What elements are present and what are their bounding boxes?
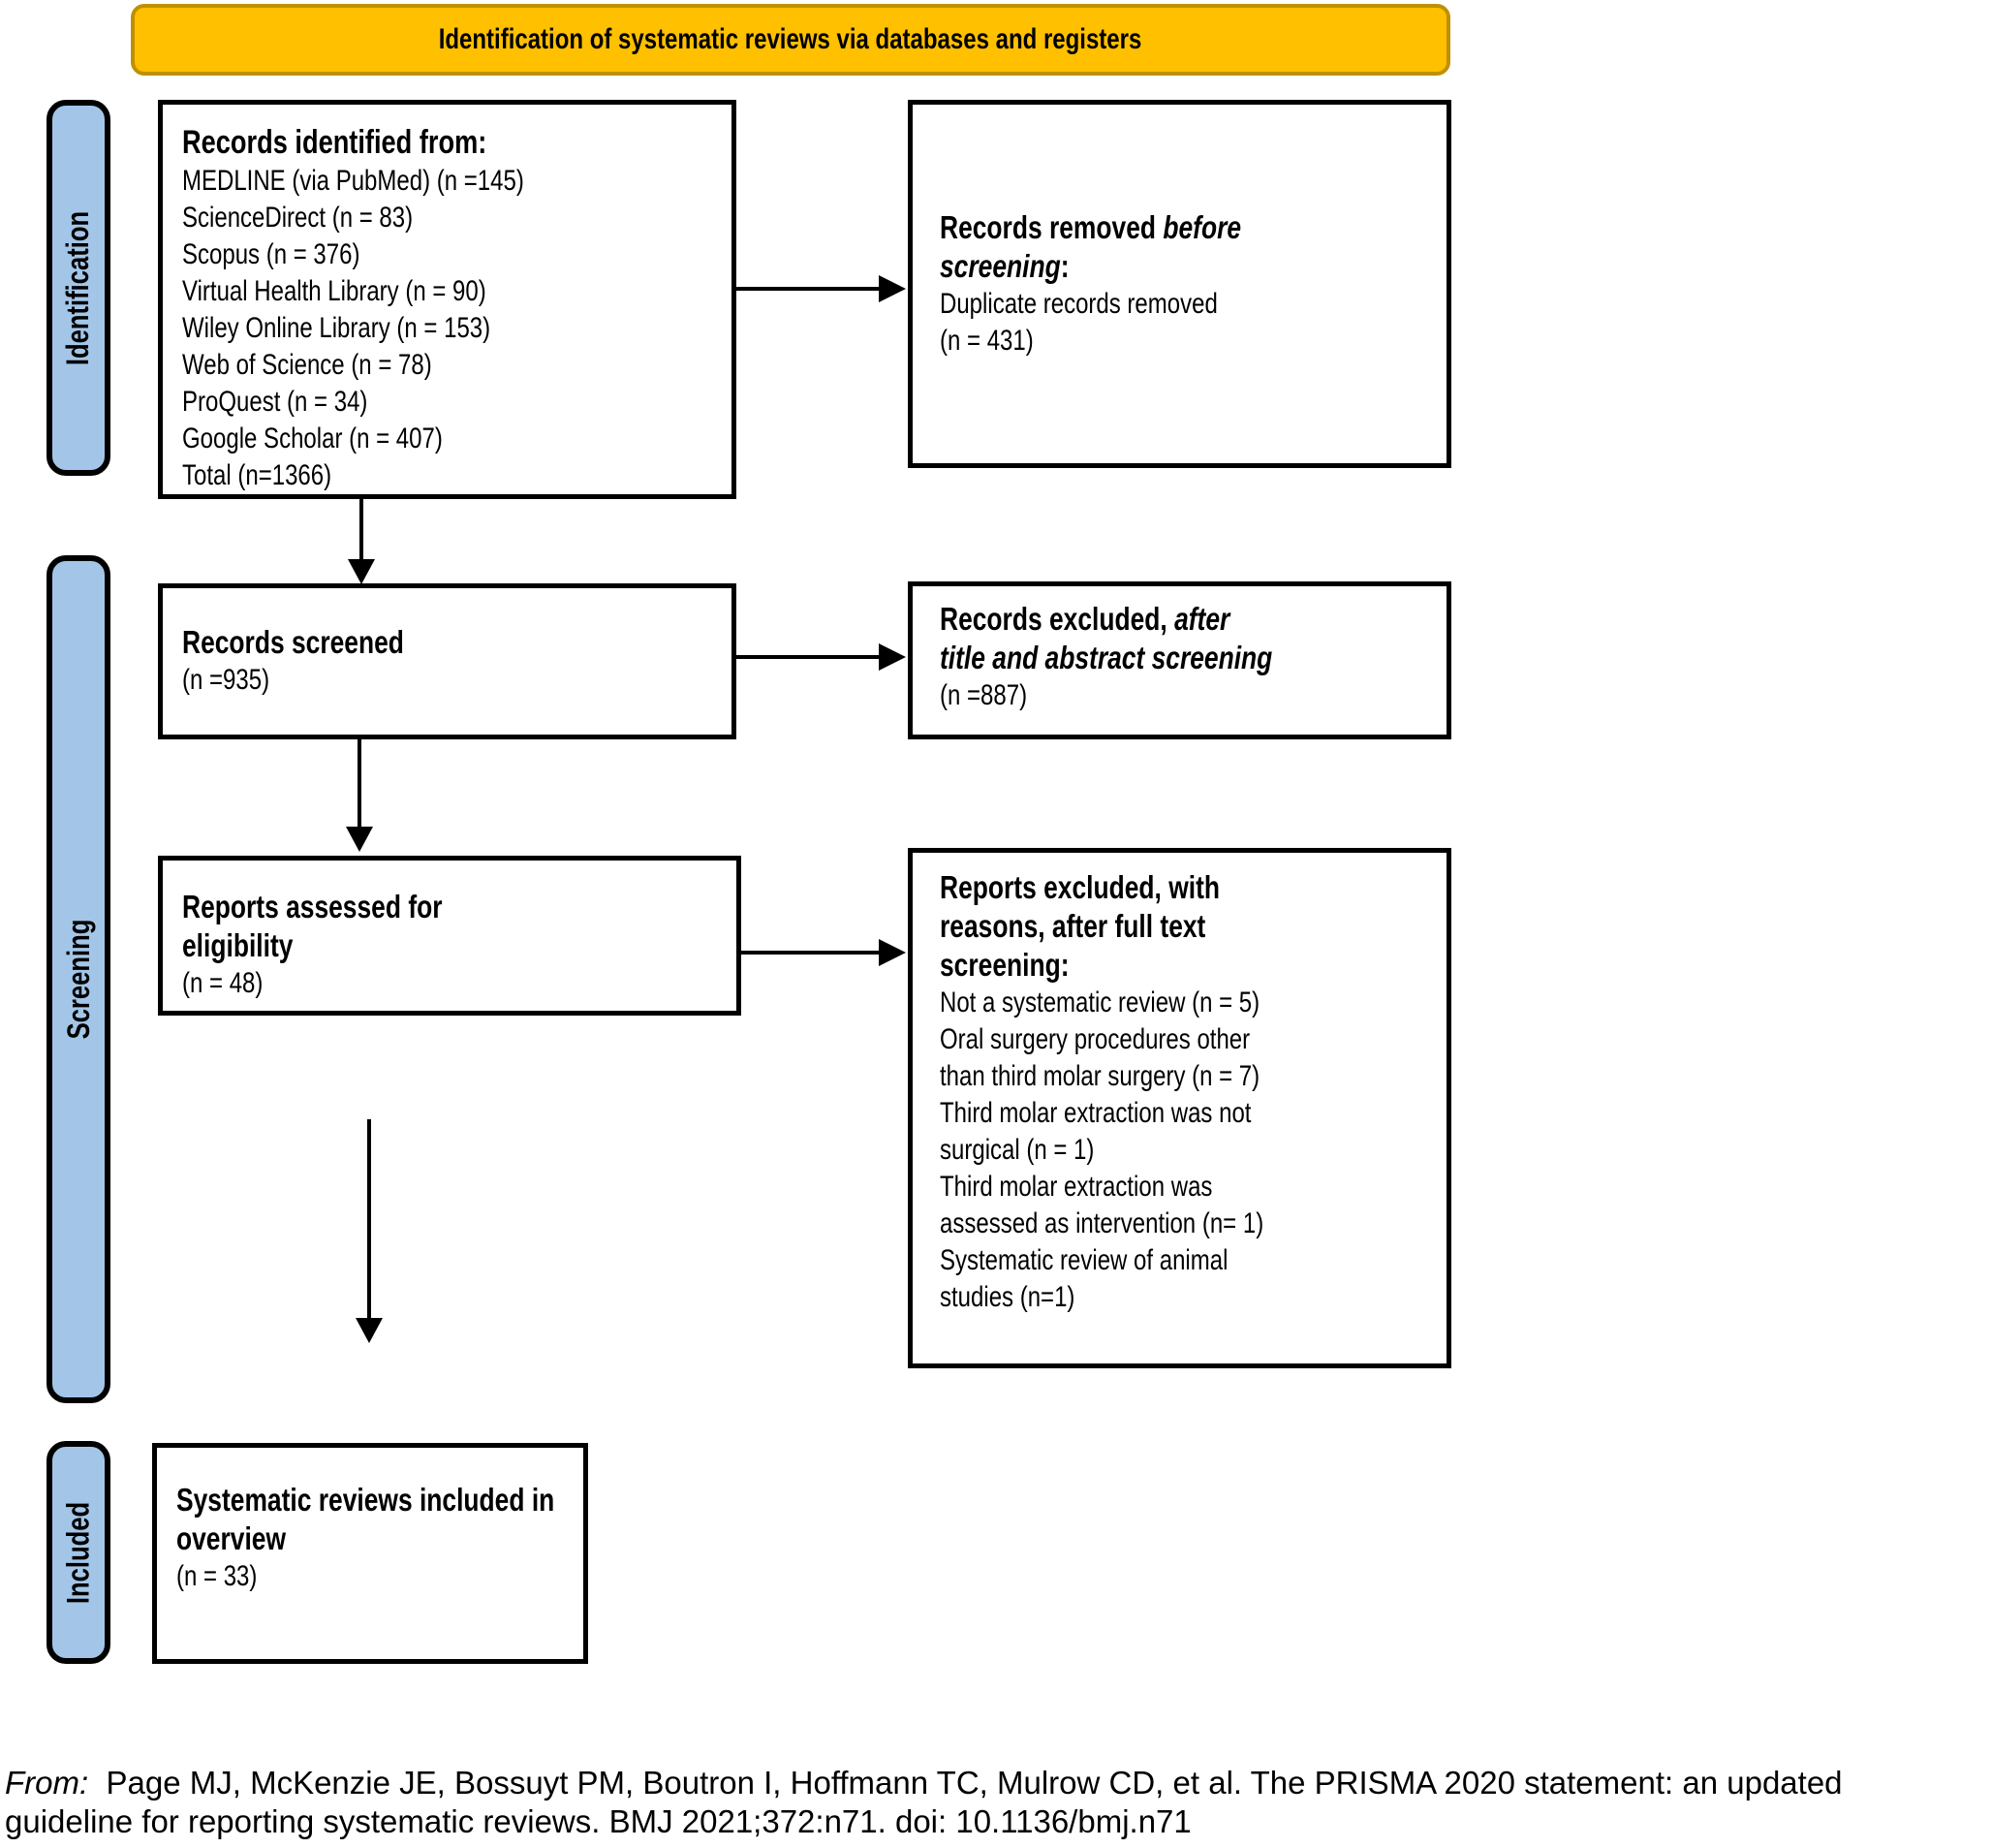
box-records-excluded: Records excluded, after title and abstra… — [908, 581, 1451, 739]
citation-text2: guideline for reporting systematic revie… — [5, 1803, 1192, 1839]
exclusion-reason-line: surgical (n = 1) — [940, 1134, 1095, 1166]
arrow-line — [741, 951, 879, 955]
box-records-screened: Records screened (n =935) — [158, 583, 736, 739]
arrowhead-right-icon — [879, 643, 906, 671]
arrowhead-down-icon — [348, 559, 375, 584]
arrow-line — [359, 499, 363, 559]
reviews-included-title-line2: overview — [176, 1520, 286, 1556]
arrow-line — [736, 655, 879, 659]
citation-line1: From: Page MJ, McKenzie JE, Bossuyt PM, … — [5, 1764, 1987, 1802]
arrow-line — [736, 287, 879, 291]
arrow-line — [358, 739, 361, 827]
citation: From: Page MJ, McKenzie JE, Bossuyt PM, … — [5, 1764, 1987, 1841]
source-line: Wiley Online Library (n = 153) — [182, 312, 491, 344]
records-excluded-count: (n =887) — [940, 679, 1028, 711]
records-removed-title-italic2: screening — [940, 248, 1061, 284]
records-screened-count: (n =935) — [182, 664, 270, 696]
citation-text1: Page MJ, McKenzie JE, Bossuyt PM, Boutro… — [106, 1765, 1843, 1801]
citation-prefix: From: — [5, 1765, 89, 1801]
source-line: MEDLINE (via PubMed) (n =145) — [182, 165, 524, 197]
box-reports-excluded: Reports excluded, with reasons, after fu… — [908, 848, 1451, 1368]
box-records-removed: Records removed before screening: Duplic… — [908, 100, 1451, 468]
reviews-included-count: (n = 33) — [176, 1560, 258, 1592]
reports-excluded-title-line1: Reports excluded, with — [940, 869, 1220, 905]
source-line: Scopus (n = 376) — [182, 238, 360, 270]
reviews-included-title-line1: Systematic reviews included in — [176, 1482, 555, 1518]
arrowhead-right-icon — [879, 275, 906, 302]
arrowhead-right-icon — [879, 939, 906, 966]
exclusion-reason-line: than third molar surgery (n = 7) — [940, 1060, 1260, 1092]
box-records-identified: Records identified from: MEDLINE (via Pu… — [158, 100, 736, 499]
exclusion-reason-line: Third molar extraction was — [940, 1171, 1213, 1203]
arrowhead-down-icon — [356, 1318, 383, 1343]
source-line: Google Scholar (n = 407) — [182, 423, 443, 454]
reports-assessed-count: (n = 48) — [182, 967, 264, 999]
box-reports-assessed: Reports assessed for eligibility (n = 48… — [158, 856, 741, 1016]
source-line: Virtual Health Library (n = 90) — [182, 275, 486, 307]
arrow-line — [367, 1119, 371, 1318]
records-removed-body-line: Duplicate records removed — [940, 288, 1218, 320]
source-line: Total (n=1366) — [182, 459, 332, 491]
reports-assessed-title-line1: Reports assessed for — [182, 889, 443, 924]
records-removed-title-line2: screening: — [940, 247, 1345, 286]
records-excluded-title-italic: after — [1174, 601, 1230, 637]
source-line: ScienceDirect (n = 83) — [182, 202, 414, 234]
records-removed-count: (n = 431) — [940, 325, 1034, 357]
records-removed-title-line1: Records removed before — [940, 208, 1345, 247]
records-excluded-title-line1: Records excluded, after — [940, 600, 1337, 639]
exclusion-reason-line: assessed as intervention (n= 1) — [940, 1207, 1264, 1239]
exclusion-reason-line: studies (n=1) — [940, 1281, 1075, 1313]
stage-screening: Screening — [47, 555, 110, 1403]
records-excluded-title-normal: Records excluded, — [940, 601, 1175, 637]
reports-assessed-title-line2: eligibility — [182, 927, 294, 963]
records-removed-title-colon: : — [1060, 248, 1070, 284]
reports-excluded-title-line3: screening: — [940, 947, 1070, 983]
banner-title: Identification of systematic reviews via… — [439, 23, 1142, 55]
records-screened-title: Records screened — [182, 624, 404, 660]
source-line: ProQuest (n = 34) — [182, 386, 368, 418]
exclusion-reason-line: Oral surgery procedures other — [940, 1023, 1251, 1055]
exclusion-reason-line: Third molar extraction was not — [940, 1097, 1252, 1129]
records-identified-title: Records identified from: — [182, 124, 487, 161]
stage-included-label: Included — [60, 1501, 96, 1604]
citation-line2: guideline for reporting systematic revie… — [5, 1802, 1987, 1841]
box-reviews-included: Systematic reviews included in overview … — [152, 1443, 588, 1664]
records-removed-title-italic: before — [1163, 209, 1242, 245]
stage-identification: Identification — [47, 100, 110, 476]
reports-excluded-title-line2: reasons, after full text — [940, 908, 1206, 944]
banner: Identification of systematic reviews via… — [131, 4, 1450, 76]
stage-screening-label: Screening — [60, 919, 96, 1040]
records-excluded-title-line2: title and abstract screening — [940, 640, 1273, 675]
records-removed-title-normal: Records removed — [940, 209, 1164, 245]
exclusion-reason-line: Systematic review of animal — [940, 1244, 1229, 1276]
stage-included: Included — [47, 1441, 110, 1664]
exclusion-reason-line: Not a systematic review (n = 5) — [940, 987, 1260, 1018]
stage-identification-label: Identification — [60, 210, 96, 365]
source-line: Web of Science (n = 78) — [182, 349, 432, 381]
arrowhead-down-icon — [346, 827, 373, 852]
